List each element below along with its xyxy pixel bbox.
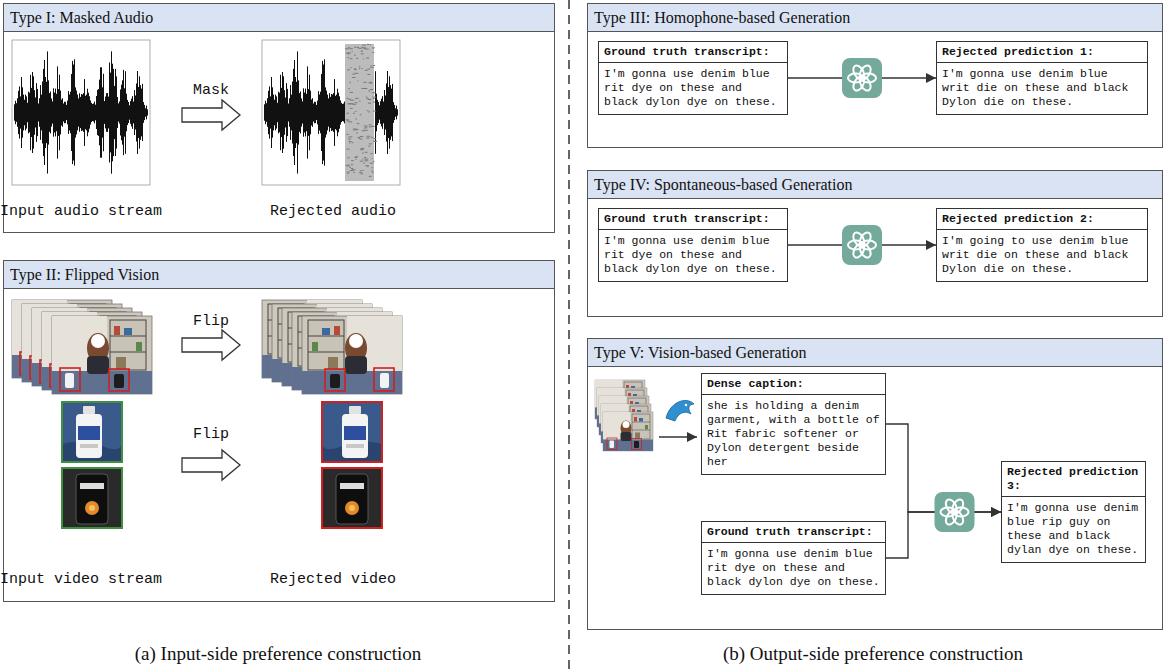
text-box: Dense caption:she is holding a denim gar… [701, 373, 886, 475]
panel-heading: Type IV: Spontaneous-based Generation [588, 171, 1162, 199]
text-box: Ground truth transcript:I'm gonna use de… [701, 521, 886, 595]
waveform-trace [15, 51, 148, 173]
video-stack [603, 412, 653, 451]
illustration [62, 402, 122, 462]
noise-mask [345, 44, 377, 176]
dolphin-icon [666, 400, 694, 421]
figure-caption: (a) Input-side preference construction [135, 643, 421, 665]
illustration-label: Mask [193, 82, 229, 99]
divider-line [568, 0, 570, 670]
illustration-label: Rejected audio [270, 203, 396, 220]
crop-border [62, 402, 122, 462]
preference-panel: Type V: Vision-based GenerationDense cap… [587, 338, 1163, 630]
text-box: Rejected prediction 3:I'm gonna use deni… [1001, 461, 1146, 563]
panel-heading: Type V: Vision-based Generation [588, 339, 1162, 367]
box-heading: Ground truth transcript: [599, 42, 787, 63]
transcript-text: I'm gonna use denim blue rit dye on thes… [702, 543, 885, 594]
video-stack [595, 380, 653, 451]
block-arrow [182, 100, 240, 130]
video-stack [52, 316, 152, 394]
illustration-label: Flip [193, 313, 229, 330]
chatgpt-logo [935, 492, 975, 532]
connector-arrow [659, 436, 697, 437]
preference-panel: Type II: Flipped VisionFlipFlipInput vid… [3, 260, 555, 602]
dolphin-icon [685, 404, 687, 406]
preference-panel: Type III: Homophone-based GenerationGrou… [587, 3, 1163, 148]
chatgpt-logo [842, 58, 882, 98]
panel-heading: Type III: Homophone-based Generation [588, 4, 1162, 32]
illustration-label: Flip [193, 426, 229, 443]
chatgpt-logo [842, 58, 882, 98]
chatgpt-logo [944, 498, 959, 515]
transcript-text: I'm going to use denim blue writ die on … [937, 230, 1147, 281]
masked-waveform [265, 44, 398, 181]
illustration-label: Input video stream [0, 571, 162, 588]
waveform-frame [12, 40, 150, 185]
transcript-text: I'm gonna use denim blue rit dye on thes… [599, 230, 787, 281]
video-stack [12, 300, 152, 394]
noise-mask [345, 44, 374, 181]
preference-panel: Type I: Masked AudioMaskInput audio stre… [3, 3, 555, 233]
box-heading: Dense caption: [702, 374, 885, 395]
chatgpt-logo [842, 225, 882, 265]
illustration-label: Rejected video [270, 571, 396, 588]
text-box: Rejected prediction 1:I'm gonna use deni… [936, 41, 1148, 115]
crop-border [322, 402, 382, 462]
audio-waveform [15, 51, 148, 173]
illustration [322, 402, 382, 462]
panel-heading: Type I: Masked Audio [4, 4, 554, 32]
transcript-text: I'm gonna use denim blue rip guy on thes… [1002, 497, 1145, 562]
crop-border [62, 468, 122, 528]
crop-border [322, 468, 382, 528]
flipped-video-stack [262, 300, 402, 394]
transcript-text: she is holding a denim garment, with a b… [702, 395, 885, 474]
waveform-frame [262, 40, 400, 185]
box-heading: Rejected prediction 3: [1002, 462, 1145, 497]
box-heading: Ground truth transcript: [599, 209, 787, 230]
chatgpt-logo [851, 231, 866, 248]
chatgpt-logo [935, 492, 975, 532]
flipped-video-stack [302, 316, 402, 394]
text-box: Ground truth transcript:I'm gonna use de… [598, 208, 788, 282]
chatgpt-logo [851, 64, 866, 81]
preference-panel: Type IV: Spontaneous-based GenerationGro… [587, 170, 1163, 317]
waveform-trace [265, 51, 398, 173]
block-arrow [182, 450, 240, 480]
box-heading: Rejected prediction 1: [937, 42, 1147, 63]
transcript-text: I'm gonna use denim blue writ die on the… [937, 63, 1147, 114]
figure-caption: (b) Output-side preference construction [723, 643, 1023, 665]
text-box: Ground truth transcript:I'm gonna use de… [598, 41, 788, 115]
transcript-text: I'm gonna use denim blue rit dye on thes… [599, 63, 787, 114]
text-box: Rejected prediction 2:I'm going to use d… [936, 208, 1148, 282]
illustration-label: Input audio stream [0, 203, 162, 220]
illustration [322, 468, 382, 528]
illustration [62, 468, 122, 528]
block-arrow [182, 330, 240, 360]
box-heading: Ground truth transcript: [702, 522, 885, 543]
box-heading: Rejected prediction 2: [937, 209, 1147, 230]
panel-heading: Type II: Flipped Vision [4, 261, 554, 289]
chatgpt-logo [842, 225, 882, 265]
